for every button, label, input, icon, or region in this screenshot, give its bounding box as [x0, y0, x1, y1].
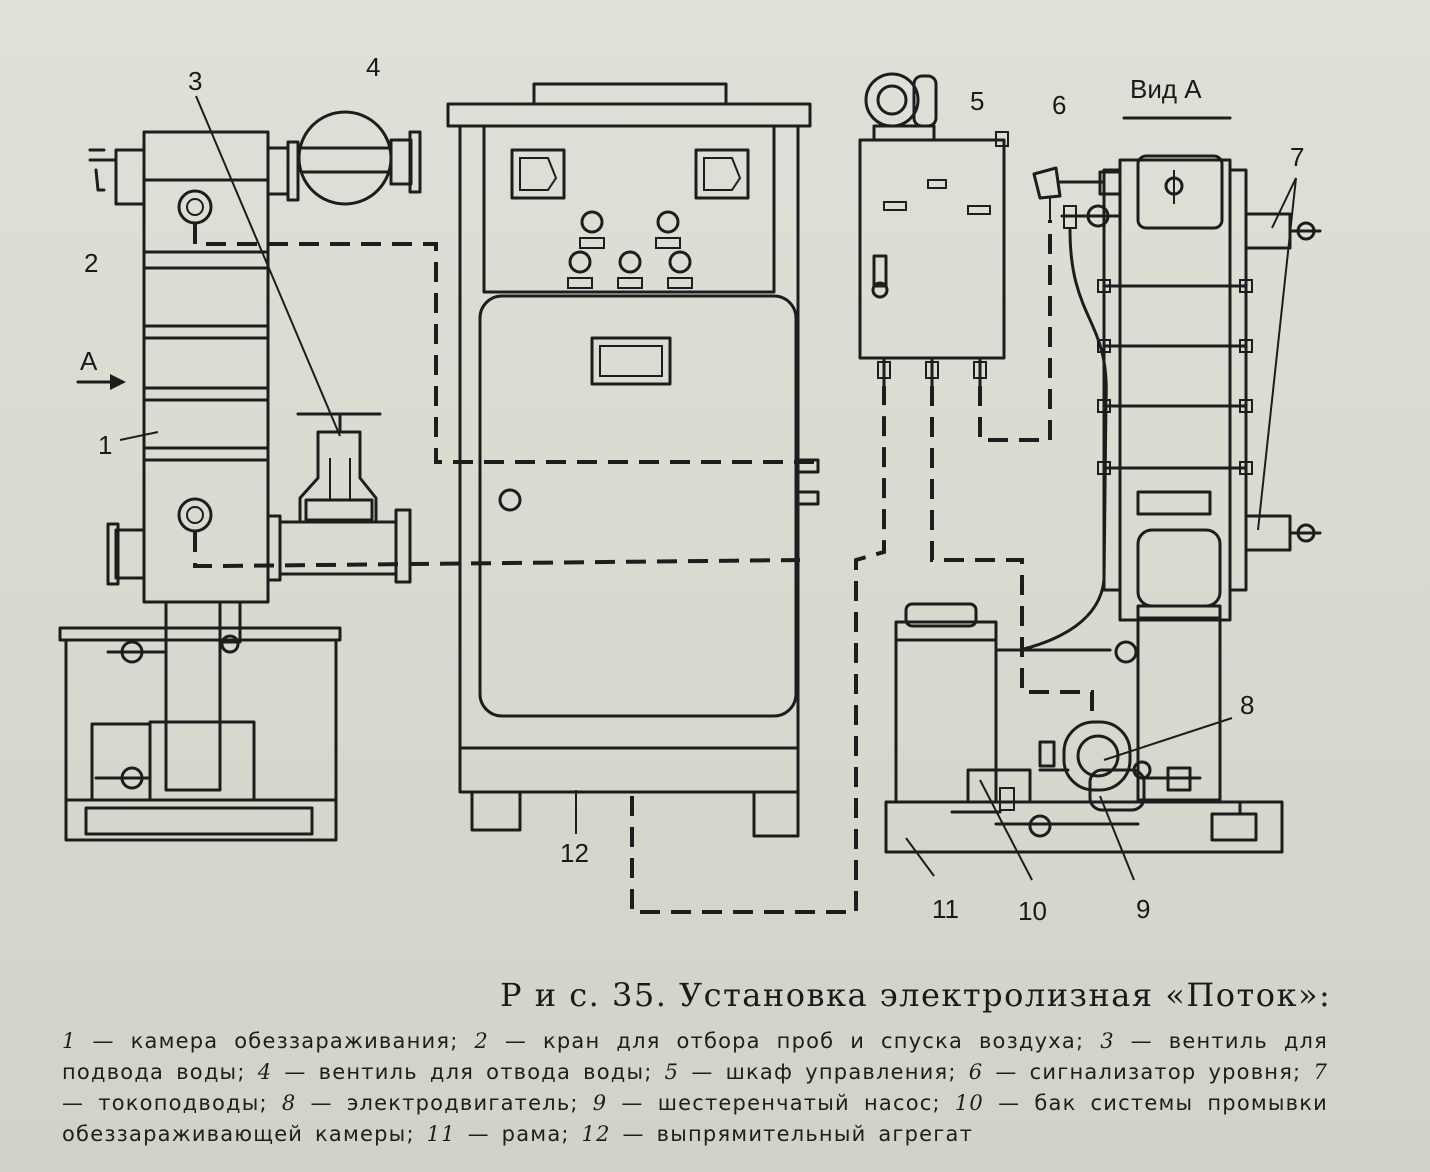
- disinfection-chamber: [142, 130, 270, 604]
- connection-cables: [193, 220, 1094, 914]
- level-signaller: [1032, 166, 1122, 220]
- callout-numbers: 1 2 3 4 5 6 7 8 9 10 11 12: [84, 52, 1304, 926]
- legend-text: — выпрямительный агрегат: [610, 1122, 974, 1146]
- callout-2: 2: [84, 248, 98, 278]
- view-arrow-label: А: [80, 346, 98, 376]
- legend-text: — шкаф управления;: [679, 1060, 969, 1084]
- legend-number: 10: [954, 1091, 984, 1115]
- legend-text: — рама;: [455, 1122, 582, 1146]
- legend-number: 4: [257, 1060, 273, 1084]
- wash-tank: [894, 602, 1138, 804]
- legend-text: — шестеренчатый насос;: [607, 1091, 955, 1115]
- water-outlet-valve: [297, 110, 422, 206]
- callout-10: 10: [1018, 896, 1047, 926]
- legend-number: 9: [592, 1091, 608, 1115]
- callout-3: 3: [188, 66, 202, 96]
- callout-9: 9: [1136, 894, 1150, 924]
- figure-caption-title: Р и с. 35. Установка электролизная «Пото…: [500, 976, 1332, 1014]
- legend-number: 6: [968, 1060, 984, 1084]
- legend-number: 11: [426, 1122, 456, 1146]
- callout-4: 4: [366, 52, 380, 82]
- legend-text: — сигнализатор уровня;: [983, 1060, 1314, 1084]
- callout-7: 7: [1290, 142, 1304, 172]
- installation-diagram: А: [58, 52, 1322, 926]
- callout-12: 12: [560, 838, 589, 868]
- electric-motor: [1038, 720, 1132, 792]
- legend-text: — вентиль для отвода воды;: [272, 1060, 665, 1084]
- callout-5: 5: [970, 86, 984, 116]
- legend-text: — кран для отбора проб и спуска воздуха;: [488, 1029, 1101, 1053]
- callout-11: 11: [932, 894, 959, 924]
- view-a: Вид А: [1018, 74, 1322, 802]
- control-cabinet: [858, 72, 1009, 388]
- rectifier-unit: [446, 82, 820, 838]
- legend-number: 12: [581, 1122, 611, 1146]
- legend-text: — бак системы промывки обеззараживающей …: [62, 1091, 1328, 1146]
- disinfection-chamber-assembly: А: [58, 110, 422, 842]
- legend-number: 8: [281, 1091, 297, 1115]
- leader-lines: [119, 95, 1297, 881]
- base-tank: [58, 626, 342, 842]
- frame: [884, 800, 1284, 854]
- legend-number: 2: [474, 1029, 489, 1053]
- legend-number: 7: [1313, 1060, 1328, 1084]
- legend-text: — камера обеззараживания;: [76, 1029, 475, 1053]
- water-inlet-valve: [266, 412, 412, 584]
- legend-text: — электродвигатель;: [296, 1091, 593, 1115]
- figure-legend: 1 — камера обеззараживания; 2 — кран для…: [62, 1026, 1328, 1150]
- legend-number: 3: [1100, 1029, 1115, 1053]
- legend-text: — токоподводы;: [62, 1091, 282, 1115]
- gear-pump: [1088, 760, 1202, 812]
- view-a-label: Вид А: [1130, 74, 1202, 104]
- legend-number: 1: [62, 1029, 77, 1053]
- current-leads: [1244, 212, 1322, 552]
- callout-1: 1: [98, 430, 112, 460]
- callout-6: 6: [1052, 90, 1066, 120]
- callout-8: 8: [1240, 690, 1254, 720]
- legend-number: 5: [664, 1060, 680, 1084]
- legend-text: — вентиль для подвода воды;: [62, 1029, 1329, 1084]
- sampling-tap: [88, 148, 146, 206]
